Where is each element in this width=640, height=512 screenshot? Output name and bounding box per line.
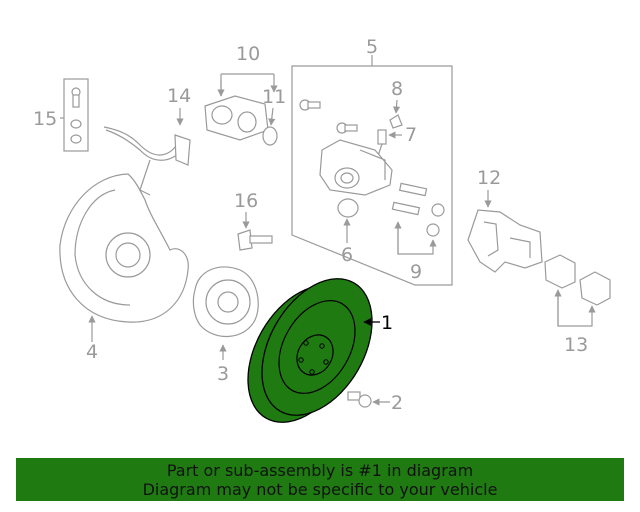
banner-line-1: Part or sub-assembly is #1 in diagram <box>166 461 474 480</box>
callout-6: 6 <box>341 244 353 266</box>
callout-1: 1 <box>381 312 393 334</box>
callout-12: 12 <box>477 167 501 189</box>
callout-8: 8 <box>391 78 403 100</box>
wheel-hub-part <box>192 266 259 338</box>
actuator-part <box>204 95 269 141</box>
brake-rotor-part <box>247 278 373 423</box>
callout-9: 9 <box>410 261 422 283</box>
piston-seal-part <box>337 198 359 218</box>
caliper-bracket-part <box>467 209 543 273</box>
guide-pins-part <box>391 182 445 237</box>
dust-shield-part <box>59 173 189 323</box>
callout-15: 15 <box>33 108 57 130</box>
callout-5: 5 <box>366 36 378 58</box>
info-banner: Part or sub-assembly is #1 in diagram Di… <box>16 458 624 501</box>
callout-10: 10 <box>236 43 260 65</box>
callout-11: 11 <box>262 86 286 108</box>
callout-4: 4 <box>86 341 98 363</box>
caliper-assembly-outline <box>291 65 453 286</box>
small-bolt-part <box>299 99 321 111</box>
callout-3: 3 <box>217 363 229 385</box>
o-ring-part <box>262 126 278 146</box>
parts-diagram: 1 2 3 4 5 6 7 8 9 10 11 12 13 14 15 16 <box>33 36 611 423</box>
callout-13: 13 <box>564 334 588 356</box>
brake-pads-part <box>544 254 611 306</box>
bleeder-cap-part <box>389 114 403 129</box>
hub-bolt-part <box>237 229 273 251</box>
callout-7: 7 <box>405 124 417 146</box>
caliper-body-part <box>319 139 393 196</box>
caliper-bolt-part <box>336 122 358 134</box>
callout-2: 2 <box>391 392 403 414</box>
rotor-bolt-part <box>347 391 372 408</box>
banner-line-2: Diagram may not be specific to your vehi… <box>142 480 498 499</box>
bolt-kit-part <box>63 78 89 152</box>
callout-16: 16 <box>234 190 258 212</box>
bleeder-screw-part <box>377 129 387 157</box>
callout-14: 14 <box>167 85 191 107</box>
abs-sensor-wire-part <box>103 126 191 196</box>
